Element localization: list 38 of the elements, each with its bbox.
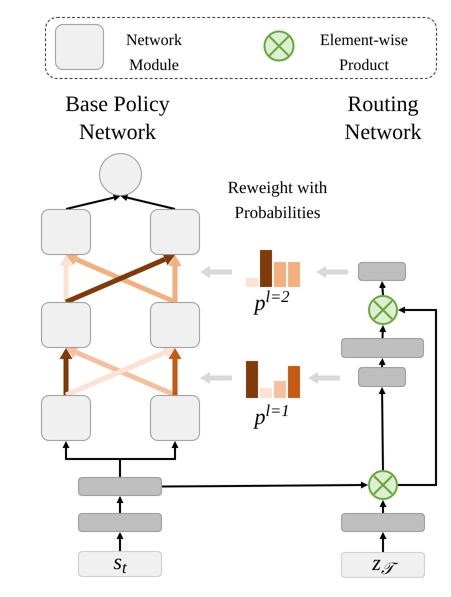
probability-label: p$^{l=1}$ (252, 402, 290, 431)
module-box (150, 209, 200, 255)
arrow (168, 255, 182, 302)
layer-bar (78, 477, 162, 496)
layer-bar (341, 513, 425, 532)
layer-bar (78, 513, 162, 532)
arrow (162, 482, 368, 489)
module-box (150, 302, 200, 348)
arrow (398, 306, 437, 486)
arrow (380, 500, 386, 513)
layer-bar (358, 367, 406, 387)
layer-bar (341, 338, 424, 358)
arrow (66, 194, 120, 210)
arrow (378, 358, 386, 368)
arrow (60, 255, 72, 302)
column-heading: Base Policy Network (64, 90, 171, 146)
module-box (41, 302, 91, 348)
legend-text: Network Module (125, 31, 183, 76)
probability-label: p$^{l=2}$ (252, 288, 290, 317)
arrow (119, 441, 178, 477)
legend-text: Element-wise Product (319, 31, 409, 76)
module-box (41, 395, 91, 441)
annotation-text: Reweight with Probabilities (226, 177, 328, 224)
arrow (168, 348, 182, 395)
input-box: z$_{𝒯}$ (341, 552, 425, 578)
arrow (116, 496, 124, 513)
arrow (120, 194, 176, 210)
column-heading: Routing Network (344, 90, 422, 146)
arrow (60, 348, 72, 395)
arrow (379, 281, 386, 296)
arrow (379, 325, 386, 338)
arrow (380, 532, 386, 552)
arrow (116, 532, 124, 551)
module-box (41, 209, 91, 255)
layer-bar (358, 262, 406, 281)
arrow (378, 387, 386, 470)
module-box (150, 395, 200, 441)
input-box: s$_{t}$ (78, 551, 162, 577)
